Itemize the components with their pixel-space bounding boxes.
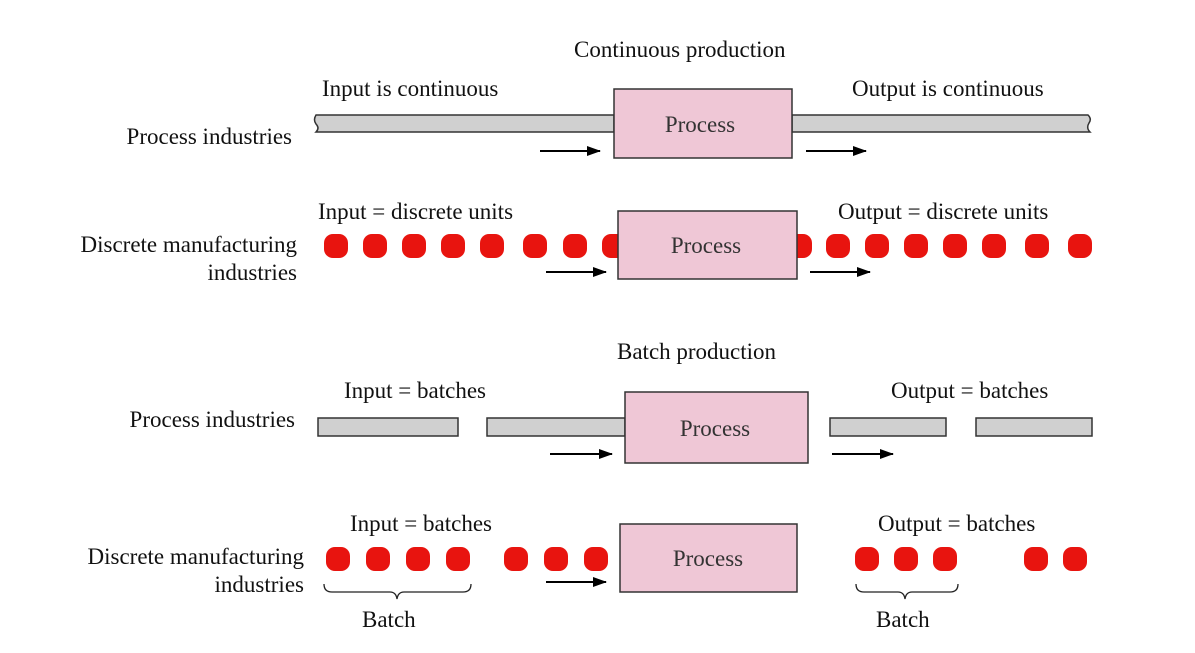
continuous-input-stream — [313, 114, 615, 133]
batch-input-unit — [504, 547, 528, 571]
row-label-industries: industries — [207, 260, 297, 285]
batch-input-bar — [317, 417, 459, 437]
batch-brace-right — [855, 583, 959, 600]
row-label-process-industries: Process industries — [129, 407, 295, 432]
batch-units — [326, 547, 1087, 571]
continuous-process-box — [613, 88, 793, 159]
batch-brace-label-left: Batch — [362, 607, 416, 632]
row-label-process-industries: Process industries — [126, 124, 292, 149]
batch-input-unit — [584, 547, 608, 571]
batch-input-bar — [486, 417, 626, 437]
batch-process-box-label: Process — [680, 416, 750, 441]
continuous-output-label: Output is continuous — [852, 76, 1044, 101]
input-unit — [563, 234, 587, 258]
batch-output-unit — [1063, 547, 1087, 571]
discrete-process-box-label: Process — [671, 233, 741, 258]
discrete-units — [324, 234, 1092, 258]
batch-discrete-process-box-label: Process — [673, 546, 743, 571]
batch-input-unit — [406, 547, 430, 571]
batch-production-title: Batch production — [617, 339, 777, 364]
input-unit — [523, 234, 547, 258]
row-label-discrete-manufacturing: Discrete manufacturing — [80, 232, 298, 257]
batch-input-unit — [366, 547, 390, 571]
batch-output-unit — [1024, 547, 1048, 571]
batch-discrete-input-label: Input = batches — [350, 511, 492, 536]
batch-discrete-output-label: Output = batches — [878, 511, 1036, 536]
batch-output-label: Output = batches — [891, 378, 1049, 403]
batch-input-label: Input = batches — [344, 378, 486, 403]
output-unit — [943, 234, 967, 258]
output-unit — [865, 234, 889, 258]
batch-output-bar — [975, 417, 1093, 437]
batch-output-unit — [855, 547, 879, 571]
continuous-input-label: Input is continuous — [322, 76, 499, 101]
batch-brace-left — [323, 583, 472, 600]
output-unit — [1068, 234, 1092, 258]
continuous-process-box-label: Process — [665, 112, 735, 137]
continuous-discrete-row: Process — [324, 210, 1092, 280]
batch-discrete-row: Process — [323, 523, 1087, 600]
batch-discrete-process-box — [619, 523, 798, 593]
batch-input-unit — [544, 547, 568, 571]
continuous-output-stream — [791, 114, 1092, 133]
discrete-output-label: Output = discrete units — [838, 199, 1049, 224]
discrete-input-label: Input = discrete units — [318, 199, 514, 224]
batch-input-unit — [446, 547, 470, 571]
continuous-production-title: Continuous production — [574, 37, 786, 62]
output-unit — [1025, 234, 1049, 258]
batch-input-unit — [326, 547, 350, 571]
row-label-industries: industries — [214, 572, 304, 597]
batch-output-bar — [829, 417, 947, 437]
output-unit — [982, 234, 1006, 258]
row-label-discrete-manufacturing: Discrete manufacturing — [87, 544, 305, 569]
output-unit — [826, 234, 850, 258]
batch-brace-label-right: Batch — [876, 607, 930, 632]
input-unit — [402, 234, 426, 258]
input-unit — [441, 234, 465, 258]
continuous-process-row: Process — [313, 88, 1092, 159]
output-unit — [904, 234, 928, 258]
input-unit — [324, 234, 348, 258]
input-unit — [480, 234, 504, 258]
input-unit — [363, 234, 387, 258]
batch-output-unit — [894, 547, 918, 571]
batch-output-unit — [933, 547, 957, 571]
batch-process-row: Process — [317, 391, 1093, 464]
discrete-process-box — [617, 210, 798, 280]
batch-process-box — [624, 391, 809, 464]
